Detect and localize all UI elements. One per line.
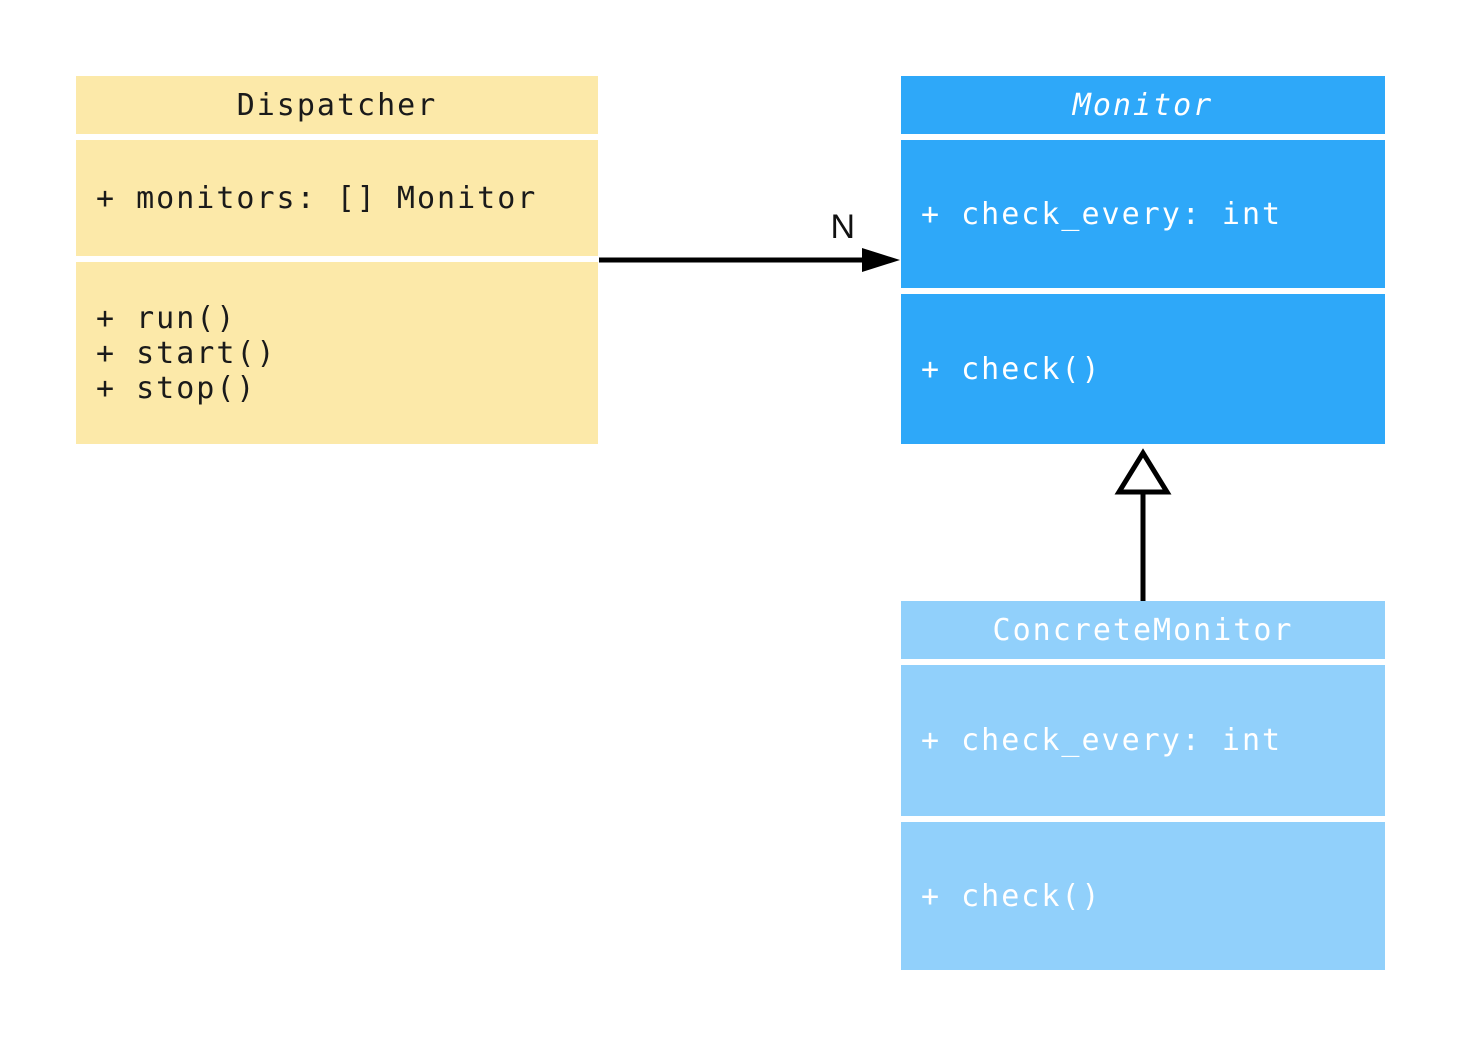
method-line: + start() <box>96 335 277 371</box>
class-attributes-monitor: + check_every: int <box>901 140 1385 288</box>
class-attributes-dispatcher: + monitors: [] Monitor <box>76 140 598 256</box>
class-title-dispatcher: Dispatcher <box>76 76 598 134</box>
attribute-line: + check_every: int <box>921 196 1283 232</box>
attribute-line: + monitors: [] Monitor <box>96 180 538 216</box>
method-line: + stop() <box>96 370 257 406</box>
method-line: + run() <box>96 300 237 336</box>
class-attributes-concrete-monitor: + check_every: int <box>901 665 1385 816</box>
method-line: + check() <box>921 878 1102 914</box>
class-concrete-monitor: ConcreteMonitor + check_every: int + che… <box>901 601 1385 970</box>
association-arrow <box>599 248 900 272</box>
class-methods-concrete-monitor: + check() <box>901 822 1385 970</box>
class-title-monitor: Monitor <box>901 76 1385 134</box>
class-methods-monitor: + check() <box>901 294 1385 444</box>
class-methods-dispatcher: + run() + start() + stop() <box>76 262 598 444</box>
class-dispatcher: Dispatcher + monitors: [] Monitor + run(… <box>76 76 598 444</box>
attribute-line: + check_every: int <box>921 723 1283 758</box>
inheritance-arrow <box>1114 448 1172 601</box>
class-monitor: Monitor + check_every: int + check() <box>901 76 1385 444</box>
multiplicity-label: N <box>830 208 855 246</box>
method-line: + check() <box>921 351 1102 387</box>
class-title-concrete-monitor: ConcreteMonitor <box>901 601 1385 659</box>
